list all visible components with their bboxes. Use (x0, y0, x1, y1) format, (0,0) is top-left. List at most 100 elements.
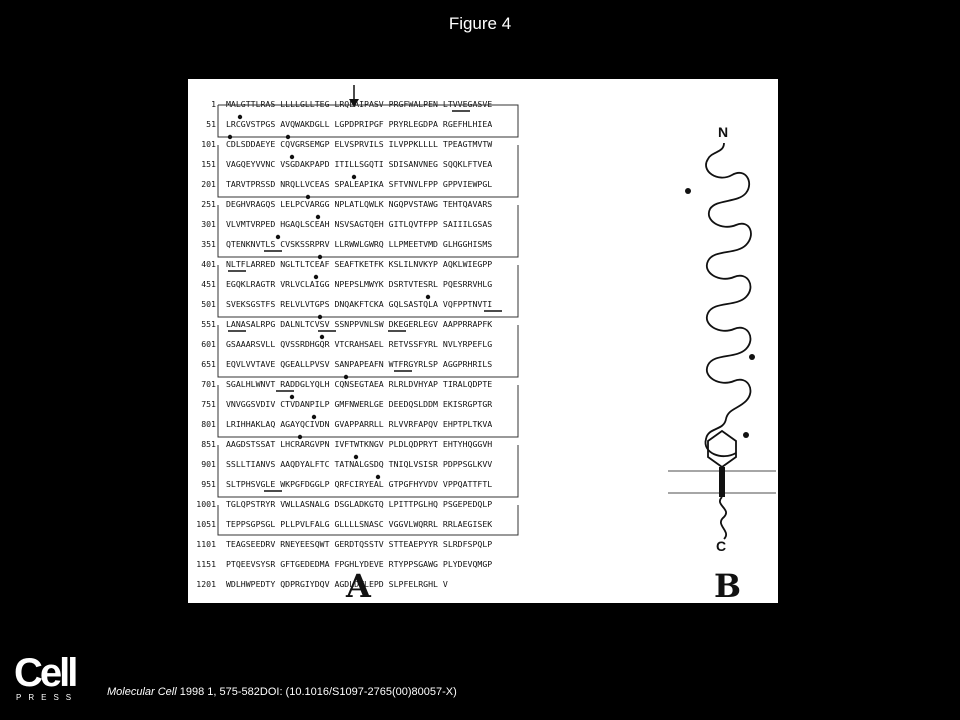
cysteine-dot (311, 414, 317, 420)
residue-sequence: TEPPSGPSGL PLLPVLFALG GLLLLSNASC VGGVLWQ… (226, 519, 493, 529)
residue-number: 1051 (196, 519, 216, 529)
residue-sequence: VNVGGSVDIV CTVDANPILP GMFNWERLGE DEEDQSL… (226, 399, 493, 409)
residue-sequence: VLVMTVRPED HGAQLSCEAH NSVSAGTQEH GITLQVT… (226, 219, 493, 229)
residue-number: 401 (201, 259, 216, 269)
domain-boundary-line (217, 145, 519, 198)
residue-sequence: VAGQEYVVNC VSGDAKPAPD ITILLSGQTI SDISANV… (226, 159, 493, 169)
residue-number: 101 (201, 139, 216, 149)
figure-title: Figure 4 (448, 14, 512, 33)
cytoplasmic-tail (719, 496, 727, 540)
sequence-row: 601 GSAAARSVLL QVSSRDHGQR VTCRAHSAEL RETV… (188, 339, 628, 355)
cysteine-dot (343, 374, 349, 380)
residue-number: 1 (211, 99, 216, 109)
sequence-row: 501 SVEKSGSTFS RELVLVTGPS DNQAKFTCKA GQLS… (188, 299, 628, 315)
sequence-row: 651 EQVLVVTAVE QGEALLPVSV SANPAPEAFN WTFR… (188, 359, 628, 375)
cysteine-dot (285, 134, 291, 140)
residue-sequence: QTENKNVTLS CVSKSSRPRV LLRWWLGWRQ LLPMEET… (226, 239, 493, 249)
residue-sequence: TEAGSEEDRV RNEYEESQWT GERDTQSSTV STTEAEP… (226, 539, 493, 549)
residue-number: 851 (201, 439, 216, 449)
residue-number: 201 (201, 179, 216, 189)
cell-press-logo: Cell PRESS (14, 651, 84, 707)
glycan-dot (685, 188, 691, 194)
c-terminus-label: C (716, 538, 726, 554)
residue-number: 1201 (196, 579, 216, 589)
residue-number: 1101 (196, 539, 216, 549)
logo-sub: PRESS (16, 693, 79, 702)
cysteine-dot (319, 334, 325, 340)
ig-loop-chain-lower (704, 418, 737, 458)
sequence-panel-a: 1 MALGTTLRAS LLLLGLLTEG LRQLAIPASV PRGFWA… (188, 79, 628, 549)
ig-loop-chain (705, 142, 752, 420)
cysteine-dot (227, 134, 233, 140)
residue-sequence: EGQKLRAGTR VRLVCLAIGG NPEPSLMWYK DSRTVTE… (226, 279, 493, 289)
residue-sequence: SSLLTIANVS AAQDYALFTC TATNALGSDQ TNIQLVS… (226, 459, 493, 469)
residue-sequence: LRIHHAKLAQ AGAYQCIVDN GVAPPARRLL RLVVRFA… (226, 419, 493, 429)
residue-sequence: PTQEEVSYSR GFTGEDEDMA FPGHLYDEVE RTYPPSG… (226, 559, 493, 569)
residue-number: 701 (201, 379, 216, 389)
domain-boundary-line (217, 385, 519, 438)
cleavage-arrow-head (349, 99, 359, 107)
cysteine-dot (313, 274, 319, 280)
sequence-row: 801 LRIHHAKLAQ AGAYQCIVDN GVAPPARRLL RLVV… (188, 419, 628, 435)
residue-sequence: LRCGVSTPGS AVQWAKDGLL LGPDPRIPGF PRYRLEG… (226, 119, 493, 129)
sequence-row: 451 EGQKLRAGTR VRLVCLAIGG NPEPSLMWYK DSRT… (188, 279, 628, 295)
sequence-row: 1151 PTQEEVSYSR GFTGEDEDMA FPGHLYDEVE RTY… (188, 559, 628, 575)
cysteine-dot (351, 174, 357, 180)
residue-number: 501 (201, 299, 216, 309)
panel-label-a: A (346, 567, 371, 603)
residue-number: 451 (201, 279, 216, 289)
residue-sequence: GSAAARSVLL QVSSRDHGQR VTCRAHSAEL RETVSSF… (226, 339, 493, 349)
sequence-row: 1 MALGTTLRAS LLLLGLLTEG LRQLAIPASV PRGFWA… (188, 99, 628, 115)
residue-number: 351 (201, 239, 216, 249)
citation-details: 1998 1, 575-582DOI: (10.1016/S1097-2765(… (176, 686, 457, 698)
cysteine-dot (297, 434, 303, 440)
domain-outline-overlay (217, 85, 519, 536)
domain-boundary-line (217, 205, 519, 258)
citation: Molecular Cell 1998 1, 575-582DOI: (10.1… (107, 686, 457, 698)
residue-number: 601 (201, 339, 216, 349)
domain-boundary-line (217, 325, 519, 378)
sequence-row: 901 SSLLTIANVS AAQDYALFTC TATNALGSDQ TNIQ… (188, 459, 628, 475)
residue-number: 651 (201, 359, 216, 369)
domain-boundary-line (217, 104, 519, 138)
residue-sequence: SLTPHSVGLE WKPGFDGGLP QRFCIRYEAL GTPGFHY… (226, 479, 493, 489)
glycan-dot (743, 432, 749, 438)
cysteine-dot (375, 474, 381, 480)
logo-word: Cell (14, 651, 78, 695)
residue-sequence: EQVLVVTAVE QGEALLPVSV SANPAPEAFN WTFRGYR… (226, 359, 493, 369)
residue-sequence: SVEKSGSTFS RELVLVTGPS DNQAKFTCKA GQLSAST… (226, 299, 493, 309)
n-terminus-label: N (718, 124, 728, 140)
cysteine-dot (237, 114, 243, 120)
residue-number: 1001 (196, 499, 216, 509)
cysteine-dot (315, 214, 321, 220)
residue-sequence: MALGTTLRAS LLLLGLLTEG LRQLAIPASV PRGFWAL… (226, 99, 493, 109)
panel-label-b: B (714, 567, 742, 603)
domain-boundary-line (217, 445, 519, 498)
hexagon-domain (707, 429, 737, 469)
sequence-row: 951 SLTPHSVGLE WKPGFDGGLP QRFCIRYEAL GTPG… (188, 479, 628, 495)
residue-number: 51 (206, 119, 216, 129)
residue-number: 951 (201, 479, 216, 489)
residue-number: 901 (201, 459, 216, 469)
cysteine-dot (289, 154, 295, 160)
journal-name: Molecular Cell (107, 686, 177, 698)
domain-boundary-line (217, 505, 519, 536)
residue-number: 1151 (196, 559, 216, 569)
residue-number: 801 (201, 419, 216, 429)
residue-sequence: DEGHVRAGQS LELPCVARGG NPLATLQWLK NGQPVST… (226, 199, 493, 209)
glycan-dot (749, 354, 755, 360)
domain-boundary-line (217, 265, 519, 318)
domain-schematic-panel-b: N C (668, 124, 776, 554)
sequence-row: 1101 TEAGSEEDRV RNEYEESQWT GERDTQSSTV STT… (188, 539, 628, 555)
